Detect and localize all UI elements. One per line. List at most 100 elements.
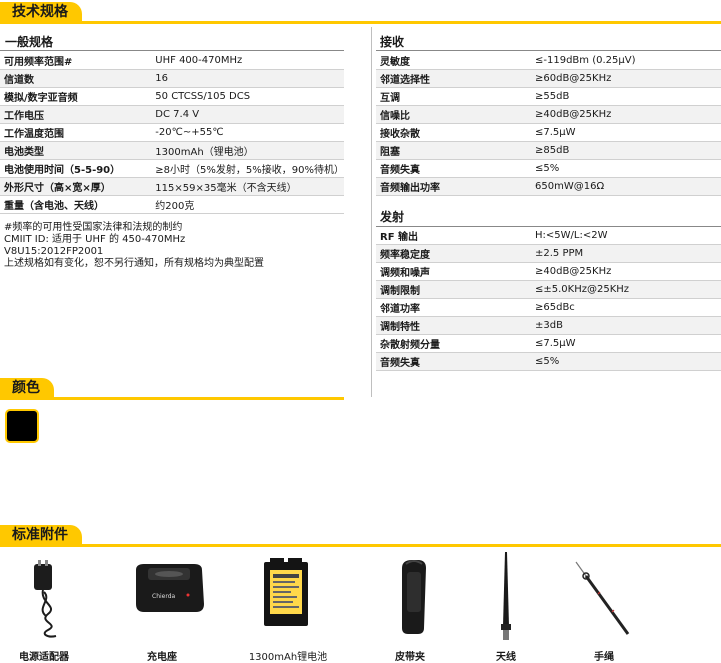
spec-row: 模拟/数字亚音频 50 CTCSS/105 DCS: [0, 88, 344, 106]
general-spec-table: 可用频率范围# UHF 400-470MHz 信道数 16 模拟/数字亚音频 50 CTC…: [0, 52, 344, 214]
spec-key: 邻道选择性: [380, 75, 430, 86]
spec-row: 音频失真 ≤5%: [376, 160, 721, 178]
spec-key: 灵敏度: [380, 57, 410, 68]
transmit-underline: [376, 226, 721, 227]
spec-row: RF 输出 H:<5W/L:<2W: [376, 227, 721, 245]
spec-value: ≥8小时（5%发射，5%接收，90%待机）: [155, 165, 344, 176]
column-divider: [371, 27, 372, 397]
accessories-section-tab: 标准附件: [0, 525, 82, 545]
spec-value: UHF 400-470MHz: [155, 55, 243, 66]
accessories-section-title: 标准附件: [12, 527, 68, 543]
spec-value: 115×59×35毫米（不含天线）: [155, 183, 297, 194]
spec-value: ≤7.5μW: [535, 127, 576, 138]
spec-value: ≥65dBc: [535, 302, 575, 313]
spec-key: 调制特性: [380, 322, 420, 333]
spec-row: 灵敏度 ≤-119dBm (0.25μV): [376, 52, 721, 70]
spec-value: ≥85dB: [535, 145, 570, 156]
lanyard-icon: [568, 548, 678, 638]
color-section-tab: 颜色: [0, 378, 54, 398]
spec-key: 音频输出功率: [380, 183, 440, 194]
spec-key: 阻塞: [380, 147, 400, 158]
note-line: V8U15:2012FP2001: [4, 246, 104, 257]
spec-key: 工作温度范围: [4, 129, 64, 140]
antenna-icon: [494, 548, 604, 640]
color-swatch-black[interactable]: [5, 409, 39, 443]
general-subtitle: 一般规格: [5, 35, 54, 49]
spec-key: 外形尺寸（高×宽×厚）: [4, 183, 111, 194]
spec-key: 模拟/数字亚音频: [4, 93, 78, 104]
spec-row: 外形尺寸（高×宽×厚） 115×59×35毫米（不含天线）: [0, 177, 344, 196]
general-underline: [0, 50, 344, 51]
spec-value: 50 CTCSS/105 DCS: [155, 91, 251, 102]
spec-value: ≥60dB@25KHz: [535, 73, 612, 84]
spec-key: 电池类型: [4, 147, 44, 158]
spec-row: 信道数 16: [0, 69, 344, 88]
spec-value: ≤±5.0KHz@25KHz: [535, 284, 630, 295]
spec-key: 电池使用时间（5-5-90）: [4, 165, 121, 176]
spec-key: 互调: [380, 93, 400, 104]
spec-value: 650mW@16Ω: [535, 181, 605, 192]
accessory-label-belt-clip: 皮带夹: [395, 652, 425, 663]
receive-spec-table: 灵敏度 ≤-119dBm (0.25μV) 邻道选择性 ≥60dB@25KHz 互调 ≥5…: [376, 52, 721, 196]
spec-value: ≤-119dBm (0.25μV): [535, 55, 636, 66]
spec-row: 音频失真 ≤5%: [376, 352, 721, 371]
spec-row: 工作温度范围 -20℃~+55℃: [0, 124, 344, 142]
spec-value: 1300mAh（锂电池）: [155, 147, 254, 158]
spec-value: ≥40dB@25KHz: [535, 266, 612, 277]
spec-row: 信噪比 ≥40dB@25KHz: [376, 105, 721, 124]
spec-row: 电池使用时间（5-5-90） ≥8小时（5%发射，5%接收，90%待机）: [0, 160, 344, 178]
charger-base-icon: Chierda: [130, 548, 240, 638]
spec-value: ±2.5 PPM: [535, 248, 584, 259]
spec-value: 约200克: [155, 201, 195, 212]
spec-row: 电池类型 1300mAh（锂电池）: [0, 141, 344, 160]
receive-underline: [376, 50, 721, 51]
color-section-bar: [0, 397, 344, 400]
spec-key: 可用频率范围#: [4, 57, 73, 68]
accessory-label-power-adapter: 电源适配器: [19, 652, 69, 663]
spec-key: 信噪比: [380, 111, 410, 122]
spec-value: ≤7.5μW: [535, 338, 576, 349]
specs-section-tab: 技术规格: [0, 2, 82, 22]
spec-key: 接收杂散: [380, 129, 420, 140]
accessories-section-bar: [0, 544, 721, 547]
spec-row: 调制特性±3dB: [376, 316, 721, 335]
battery-icon: [262, 548, 372, 638]
accessory-label-antenna: 天线: [496, 652, 516, 663]
specs-section-title: 技术规格: [12, 4, 68, 20]
spec-value: H:<5W/L:<2W: [535, 230, 608, 241]
spec-key: 杂散射频分量: [380, 340, 440, 351]
spec-key: 调频和噪声: [380, 268, 430, 279]
spec-row: 杂散射频分量 ≤7.5μW: [376, 335, 721, 353]
spec-value: -20℃~+55℃: [155, 127, 224, 138]
spec-key: 信道数: [4, 75, 34, 86]
spec-row: 重量（含电池、天线） 约200克: [0, 196, 344, 214]
spec-value: ≤5%: [535, 163, 560, 174]
spec-row: 阻塞 ≥85dB: [376, 141, 721, 160]
specs-section-bar: [0, 21, 721, 24]
accessory-label-lanyard: 手绳: [594, 652, 614, 663]
spec-key: 音频失真: [380, 358, 420, 369]
transmit-subtitle: 发射: [380, 210, 405, 224]
spec-value: 16: [155, 73, 169, 84]
receive-subtitle: 接收: [380, 35, 405, 49]
color-section-title: 颜色: [12, 380, 40, 396]
spec-key: RF 输出: [380, 232, 419, 243]
spec-row: 工作电压 DC 7.4 V: [0, 105, 344, 124]
spec-key: 音频失真: [380, 165, 420, 176]
spec-value: ≥40dB@25KHz: [535, 109, 612, 120]
spec-key: 频率稳定度: [380, 250, 430, 261]
spec-key: 重量（含电池、天线）: [4, 201, 104, 212]
spec-value: DC 7.4 V: [155, 109, 200, 120]
spec-value: ≤5%: [535, 356, 560, 367]
spec-key: 工作电压: [4, 111, 44, 122]
spec-row: 互调 ≥55dB: [376, 88, 721, 106]
spec-row: 频率稳定度 ±2.5 PPM: [376, 244, 721, 263]
note-line: 上述规格如有变化，恕不另行通知，所有规格均为典型配置: [4, 258, 264, 269]
spec-row: 可用频率范围# UHF 400-470MHz: [0, 52, 344, 70]
spec-row: 接收杂散 ≤7.5μW: [376, 124, 721, 142]
transmit-spec-table: RF 输出 H:<5W/L:<2W 频率稳定度 ±2.5 PPM 调频和噪声 ≥40dB@…: [376, 227, 721, 371]
spec-value: ≥55dB: [535, 91, 570, 102]
power-adapter-icon: [18, 548, 128, 638]
spec-row: 邻道功率≥65dBc: [376, 299, 721, 317]
